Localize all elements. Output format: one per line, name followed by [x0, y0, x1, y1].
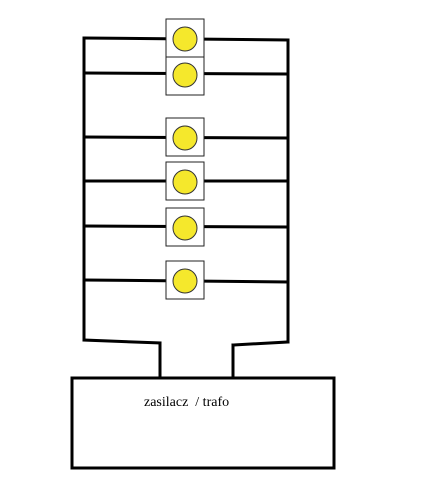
lamps — [165, 18, 205, 300]
power-supply-label: zasilacz / trafo — [144, 395, 229, 410]
bulb-icon — [172, 268, 198, 294]
bulb-icon — [172, 215, 198, 241]
right-bus — [231, 38, 290, 380]
bulb-icon — [172, 62, 198, 88]
lamp-6 — [165, 260, 205, 300]
left-bus — [82, 36, 162, 380]
bulb-icon — [172, 26, 198, 52]
power-supply-box — [70, 376, 336, 470]
lamp-4 — [165, 161, 205, 201]
lamp-3 — [165, 117, 205, 157]
lamp-5 — [165, 207, 205, 247]
bulb-icon — [172, 169, 198, 195]
lamp-1 — [165, 18, 205, 58]
lamp-2 — [165, 56, 205, 96]
bulb-icon — [172, 125, 198, 151]
power-supply: zasilacz / trafo — [70, 376, 336, 470]
